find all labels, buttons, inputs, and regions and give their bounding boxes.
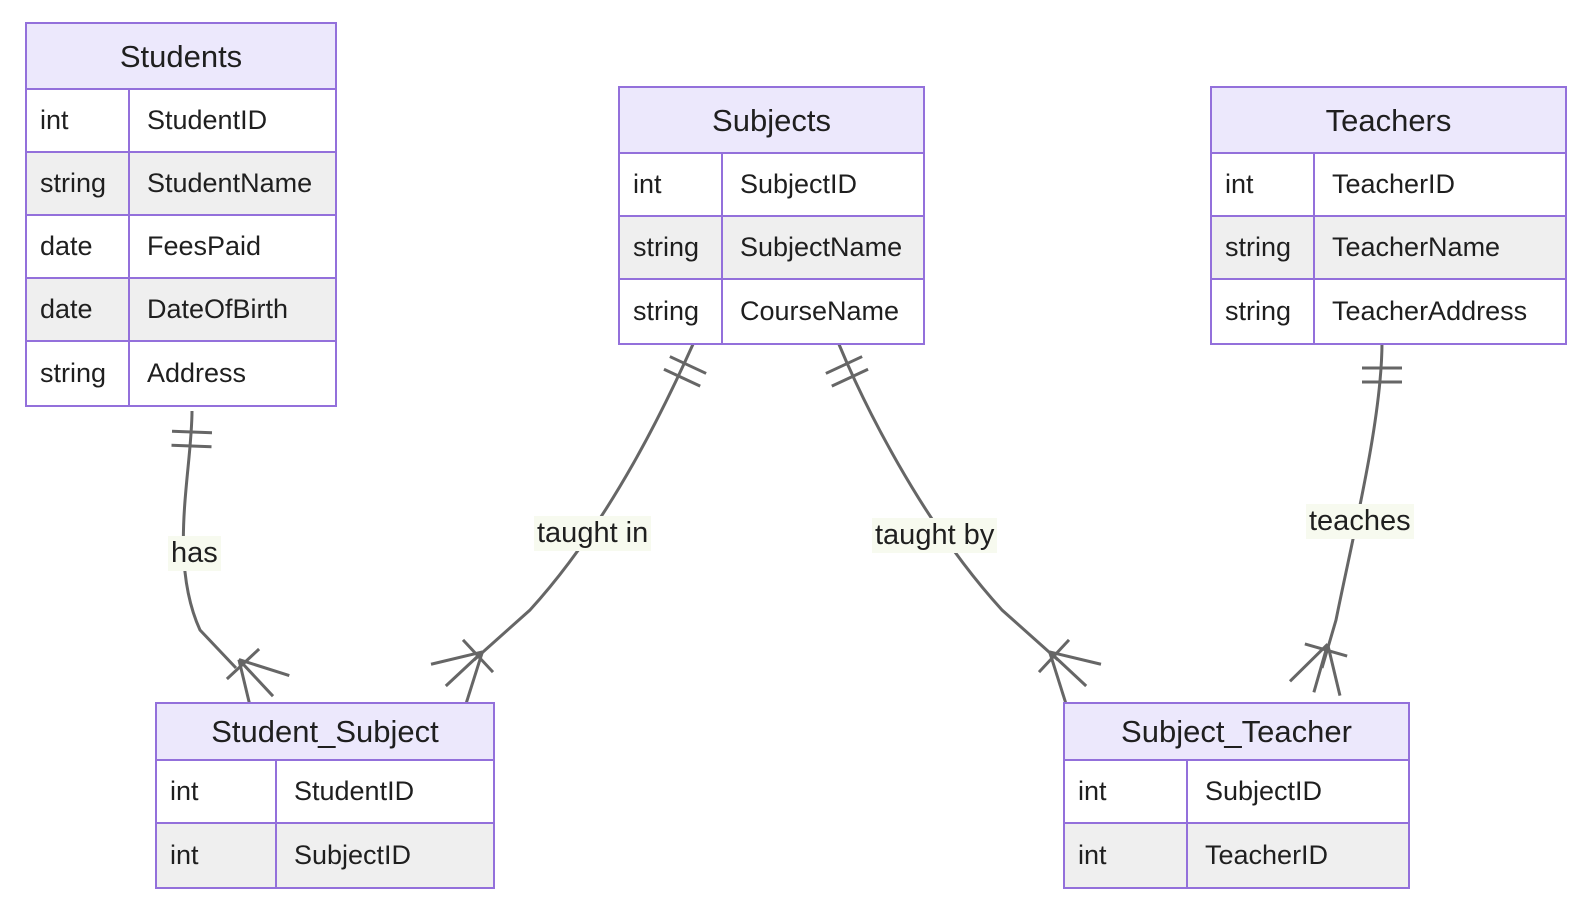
cardinality-exactly-one-marker: [663, 355, 707, 388]
attribute-type: string: [27, 153, 130, 214]
attribute-row: int StudentID: [157, 761, 493, 824]
relationship-label-has: has: [168, 536, 221, 572]
attribute-name: StudentName: [147, 168, 313, 198]
attribute-row: string Address: [27, 342, 335, 405]
attribute-name: Address: [147, 358, 247, 388]
cardinality-one-or-more-marker: [430, 638, 495, 703]
cardinality-exactly-one-marker: [825, 355, 869, 388]
attribute-type: int: [1065, 761, 1188, 822]
attribute-type: date: [27, 216, 130, 277]
attribute-type: int: [27, 90, 130, 151]
attribute-row: string CourseName: [620, 280, 923, 343]
attribute-name: TeacherName: [1332, 232, 1501, 262]
relationship-label-taught_by: taught by: [872, 518, 998, 554]
cardinality-exactly-one-marker: [1362, 366, 1402, 384]
attribute-row: int SubjectID: [620, 154, 923, 217]
attribute-type: int: [1065, 824, 1188, 887]
cardinality-exactly-one-marker: [171, 429, 213, 449]
attribute-name: DateOfBirth: [147, 294, 289, 324]
attribute-name: CourseName: [740, 296, 900, 326]
attribute-name: StudentID: [294, 776, 415, 806]
attribute-name: TeacherAddress: [1332, 296, 1528, 326]
attribute-row: string TeacherName: [1212, 217, 1565, 280]
attribute-name: SubjectID: [740, 169, 858, 199]
attribute-type: string: [27, 342, 130, 405]
entity-title-student_subject: Student_Subject: [157, 704, 493, 761]
attribute-name: SubjectID: [1205, 776, 1323, 806]
attribute-row: date DateOfBirth: [27, 279, 335, 342]
entity-title-subject_teacher: Subject_Teacher: [1065, 704, 1408, 761]
relationship-label-teaches: teaches: [1306, 504, 1414, 540]
attribute-name: FeesPaid: [147, 231, 262, 261]
attribute-name: TeacherID: [1205, 840, 1329, 870]
attribute-name: StudentID: [147, 105, 268, 135]
entity-title-subjects: Subjects: [620, 88, 923, 154]
attribute-type: string: [620, 217, 723, 278]
attribute-type: date: [27, 279, 130, 340]
attribute-type: string: [620, 280, 723, 343]
relationship-line-taught_in: [473, 341, 696, 662]
attribute-row: int SubjectID: [157, 824, 493, 887]
attribute-type: int: [1212, 154, 1315, 215]
attribute-type: int: [157, 824, 277, 887]
attribute-row: date FeesPaid: [27, 216, 335, 279]
attribute-type: int: [157, 761, 277, 822]
attribute-name: SubjectName: [740, 232, 903, 262]
attribute-row: string StudentName: [27, 153, 335, 216]
attribute-row: int TeacherID: [1065, 824, 1408, 887]
attribute-name: SubjectID: [294, 840, 412, 870]
cardinality-one-or-more-marker: [1037, 638, 1102, 703]
attribute-type: string: [1212, 280, 1315, 343]
attribute-row: string SubjectName: [620, 217, 923, 280]
relationship-label-taught_in: taught in: [534, 516, 652, 552]
attribute-row: int TeacherID: [1212, 154, 1565, 217]
cardinality-one-or-more-marker: [1288, 642, 1348, 696]
attribute-name: TeacherID: [1332, 169, 1456, 199]
attribute-row: int SubjectID: [1065, 761, 1408, 824]
relationship-line-taught_by: [836, 341, 1059, 662]
attribute-type: int: [620, 154, 723, 215]
entity-title-students: Students: [27, 24, 335, 90]
attribute-type: string: [1212, 217, 1315, 278]
attribute-row: int StudentID: [27, 90, 335, 153]
attribute-row: string TeacherAddress: [1212, 280, 1565, 343]
entity-title-teachers: Teachers: [1212, 88, 1565, 154]
